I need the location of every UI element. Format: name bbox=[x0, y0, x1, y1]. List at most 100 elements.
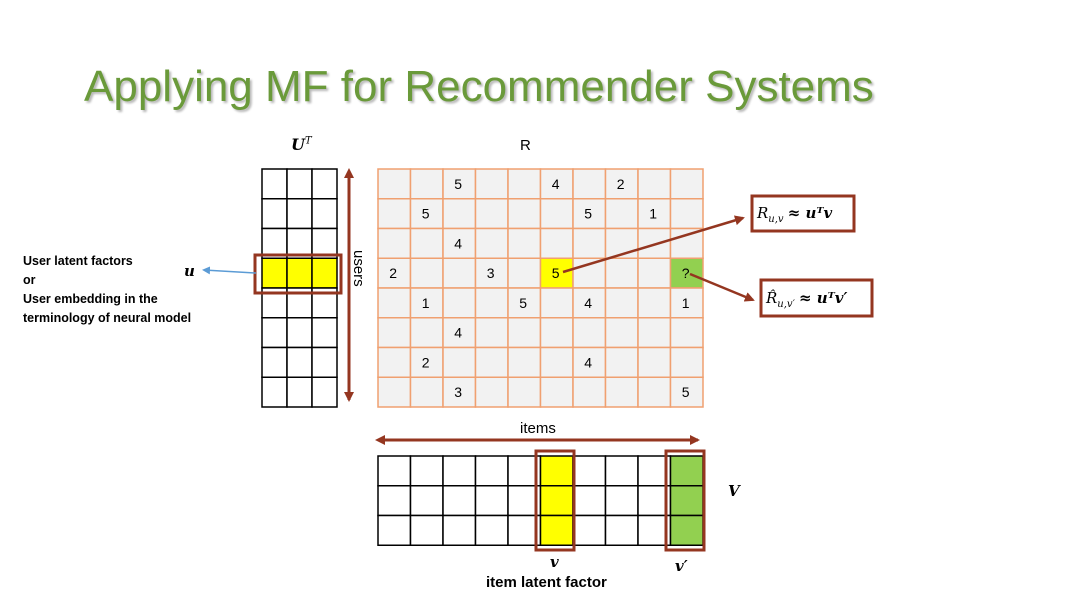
r-cell bbox=[604, 317, 639, 349]
formula-box-1 bbox=[750, 194, 856, 233]
formula-box-2 bbox=[759, 278, 874, 318]
r-cell bbox=[507, 257, 542, 289]
r-cell bbox=[669, 168, 704, 200]
ut-cell bbox=[261, 257, 288, 289]
v-cell bbox=[377, 485, 412, 517]
r-cell-value: 1 bbox=[422, 295, 430, 311]
v-cell bbox=[377, 455, 412, 487]
r-cell bbox=[572, 287, 607, 319]
r-cell bbox=[572, 257, 607, 289]
r-cell bbox=[507, 376, 542, 408]
v-cell bbox=[604, 455, 639, 487]
ut-cell bbox=[261, 198, 288, 230]
user-latent-factors-text: User latent factors or User embedding in… bbox=[23, 252, 191, 328]
v-cell bbox=[409, 455, 444, 487]
r-cell bbox=[409, 317, 444, 349]
r-cell bbox=[377, 227, 412, 259]
v-cell bbox=[572, 485, 607, 517]
v-cell bbox=[669, 455, 704, 487]
v-cell bbox=[474, 485, 509, 517]
ut-cell bbox=[286, 257, 313, 289]
r-cell-value: 2 bbox=[422, 354, 430, 370]
ut-matrix bbox=[261, 168, 338, 408]
r-cell bbox=[572, 376, 607, 408]
r-cell bbox=[409, 227, 444, 259]
ut-cell bbox=[311, 317, 338, 349]
ut-cell bbox=[261, 168, 288, 200]
v-cell bbox=[409, 485, 444, 517]
predicted-rating-arrow bbox=[689, 272, 755, 302]
r-cell-value: 1 bbox=[649, 206, 657, 222]
users-label: users bbox=[350, 250, 367, 287]
r-cell bbox=[474, 287, 509, 319]
ut-label: UT bbox=[291, 135, 312, 154]
r-cell bbox=[442, 346, 477, 378]
r-cell bbox=[637, 317, 672, 349]
r-cell bbox=[669, 257, 704, 289]
v-column-frame bbox=[534, 449, 576, 552]
r-cell bbox=[604, 376, 639, 408]
r-cell bbox=[572, 227, 607, 259]
r-cell bbox=[474, 198, 509, 230]
r-cell bbox=[442, 287, 477, 319]
ut-cell bbox=[261, 317, 288, 349]
r-cell bbox=[409, 287, 444, 319]
r-cell bbox=[377, 317, 412, 349]
r-cell bbox=[539, 227, 574, 259]
r-cell bbox=[604, 287, 639, 319]
r-cell-value: 3 bbox=[454, 384, 462, 400]
r-cell bbox=[442, 257, 477, 289]
r-cell-value: 5 bbox=[584, 206, 592, 222]
r-cell bbox=[539, 287, 574, 319]
r-cell bbox=[572, 168, 607, 200]
r-cell bbox=[637, 346, 672, 378]
ut-cell bbox=[311, 227, 338, 259]
r-cell bbox=[604, 198, 639, 230]
r-cell bbox=[409, 376, 444, 408]
u-label: u bbox=[184, 262, 195, 280]
u-pointer-arrow bbox=[202, 266, 257, 275]
r-cell bbox=[442, 376, 477, 408]
r-cell bbox=[669, 346, 704, 378]
items-label: items bbox=[520, 420, 556, 437]
v-cell bbox=[539, 485, 574, 517]
r-cell bbox=[539, 317, 574, 349]
r-cell bbox=[604, 257, 639, 289]
known-rating-arrow bbox=[562, 215, 745, 274]
slide-title: Applying MF for Recommender Systems bbox=[84, 62, 874, 111]
v-cell bbox=[669, 485, 704, 517]
r-cell bbox=[604, 346, 639, 378]
user-latent-line: or bbox=[23, 273, 36, 287]
r-cell bbox=[474, 168, 509, 200]
user-latent-line: User latent factors bbox=[23, 254, 133, 268]
r-cell bbox=[377, 346, 412, 378]
r-cell bbox=[637, 287, 672, 319]
r-cell bbox=[637, 257, 672, 289]
ut-cell bbox=[311, 257, 338, 289]
r-cell bbox=[507, 317, 542, 349]
r-cell-value: 5 bbox=[552, 265, 560, 281]
r-cell bbox=[572, 317, 607, 349]
r-cell-value: 3 bbox=[487, 265, 495, 281]
user-latent-line: User embedding in the bbox=[23, 292, 158, 306]
v-matrix-label: V bbox=[728, 482, 740, 500]
r-cell bbox=[507, 287, 542, 319]
ut-cell bbox=[286, 317, 313, 349]
r-cell bbox=[377, 198, 412, 230]
r-cell-value: 5 bbox=[519, 295, 527, 311]
v-cell bbox=[409, 514, 444, 546]
u-row-frame bbox=[253, 253, 343, 295]
ut-cell bbox=[286, 376, 313, 408]
r-cell-value: 4 bbox=[584, 295, 592, 311]
v-cell bbox=[539, 455, 574, 487]
ut-cell bbox=[286, 198, 313, 230]
formula-predicted: R̂u,v′ ≈ uᵀv′ bbox=[766, 289, 848, 310]
r-cell bbox=[507, 346, 542, 378]
ut-cell bbox=[311, 376, 338, 408]
ut-cell bbox=[261, 346, 288, 378]
ut-cell bbox=[286, 168, 313, 200]
r-cell-value: 2 bbox=[389, 265, 397, 281]
r-cell bbox=[669, 227, 704, 259]
